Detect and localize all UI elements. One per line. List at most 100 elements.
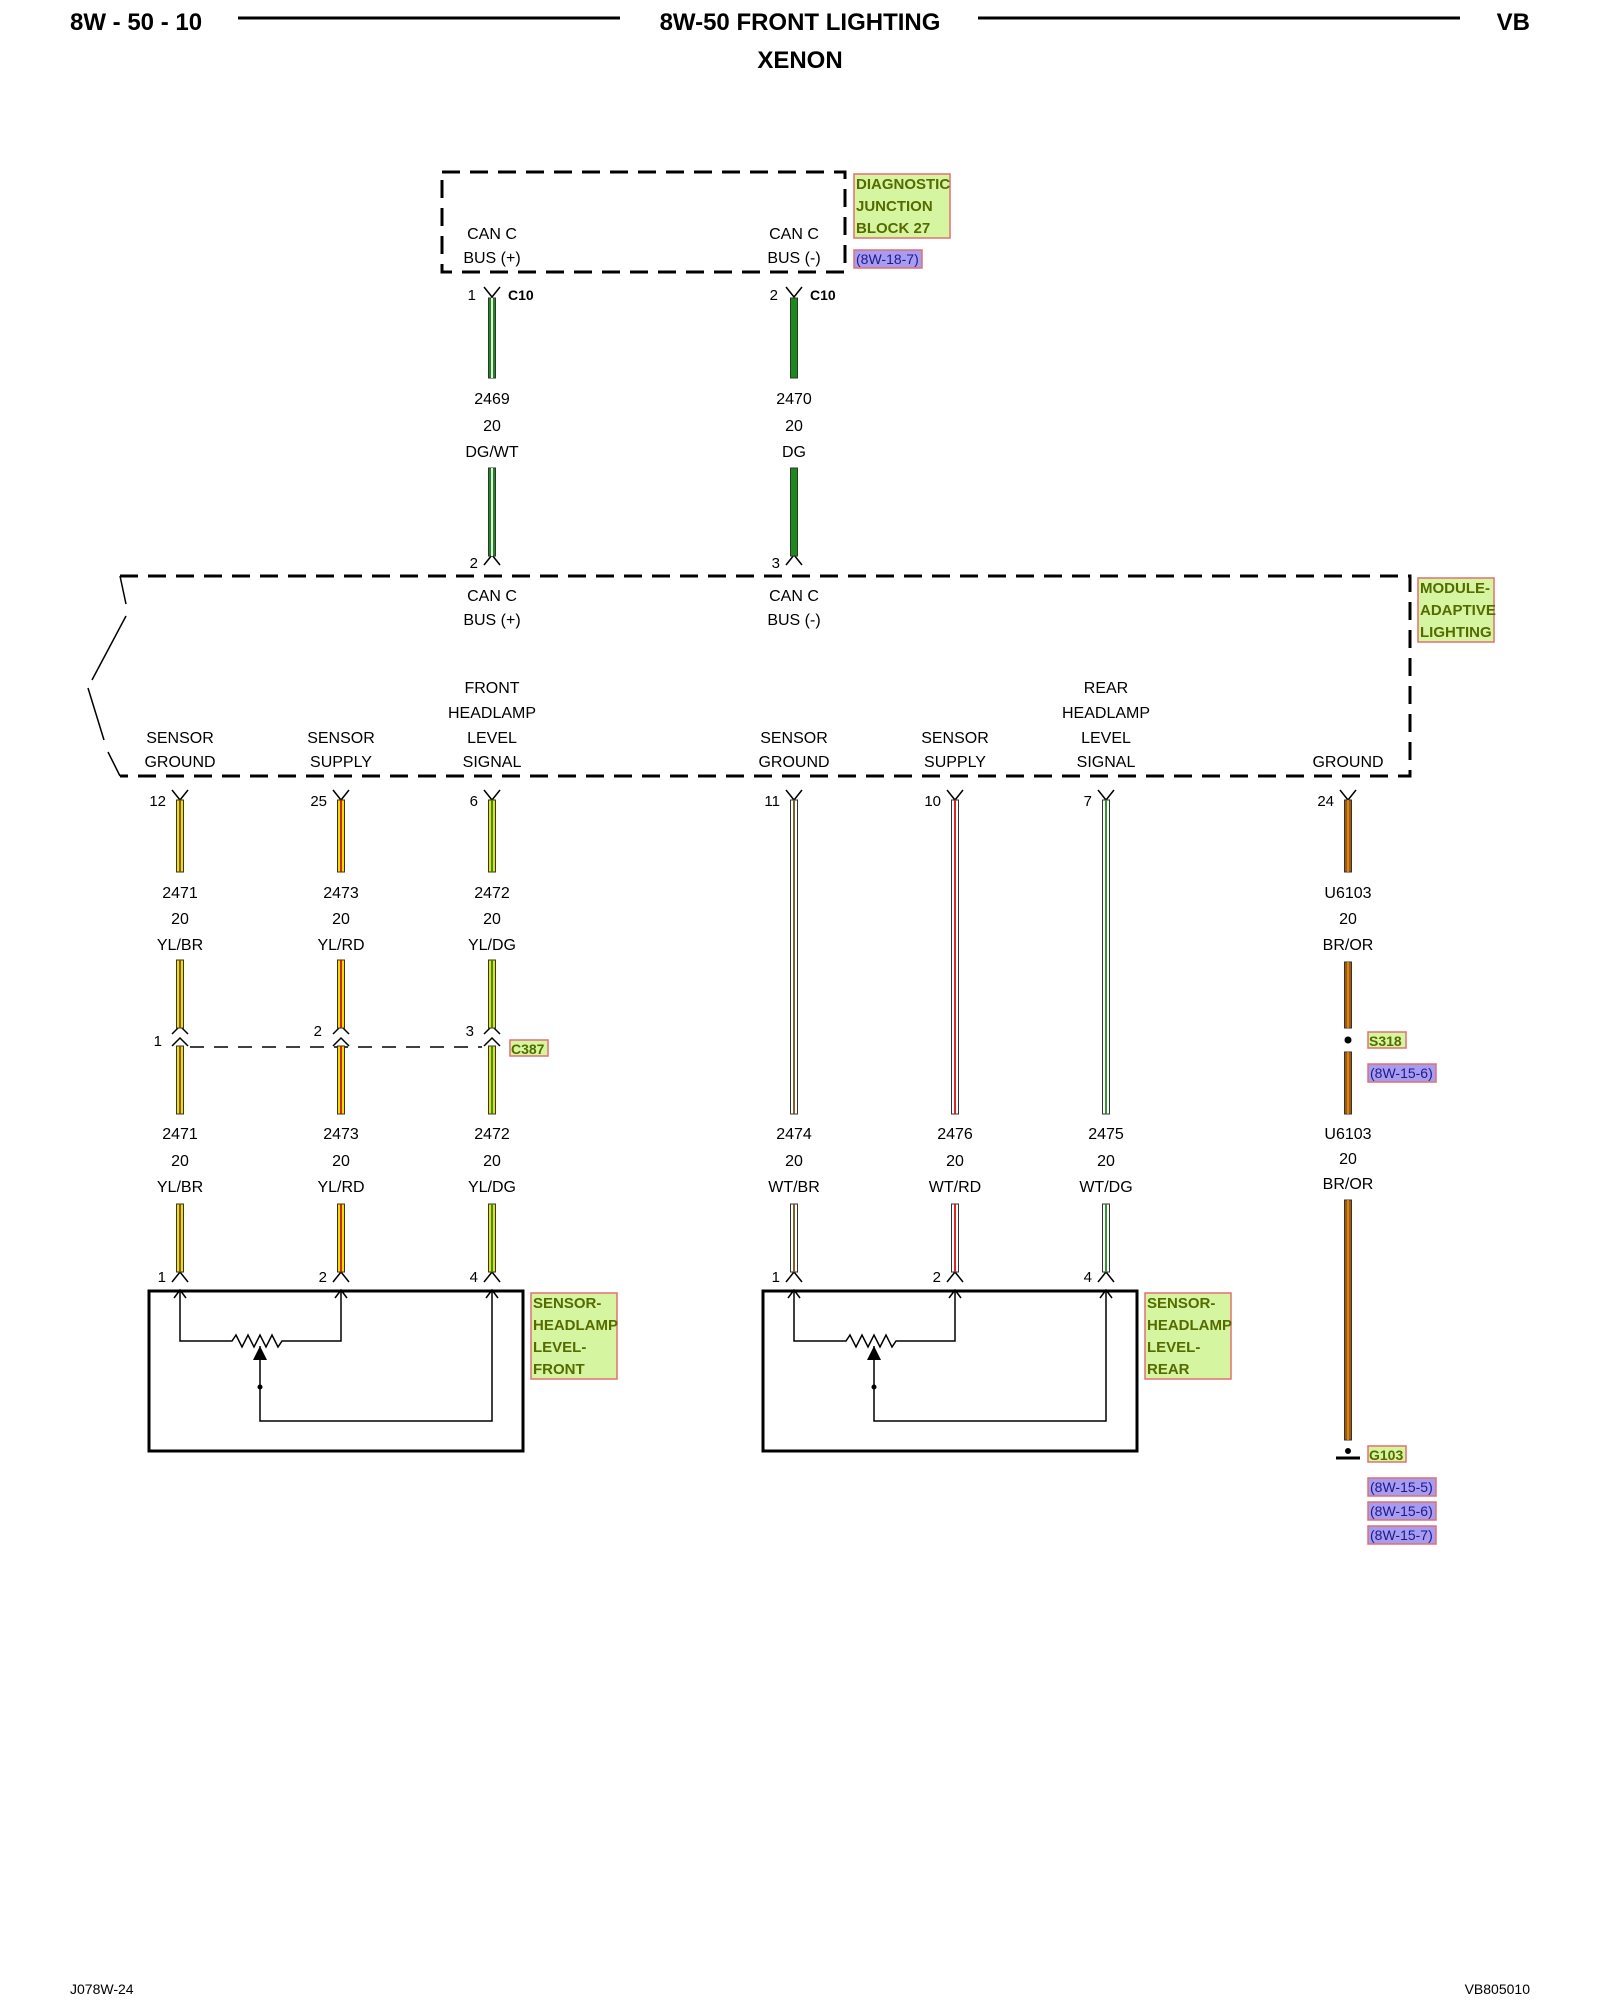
ground-g103-tag: G103 [1369, 1447, 1403, 1463]
wire-2473-mid[interactable] [337, 959, 345, 1029]
wire-2471-lower-color: YL/BR [157, 1179, 203, 1196]
front-sensor-pin1-symbol [171, 1270, 189, 1283]
wire-u6103-lower-gauge: 20 [1339, 1151, 1357, 1168]
wire-2473-upper-circuit: 2473 [323, 885, 359, 902]
rear-sensor-tag-line3: LEVEL- [1147, 1339, 1200, 1356]
module-pin25-connector-symbol [332, 789, 350, 802]
module-pin11-connector-symbol [785, 789, 803, 802]
wire-u6103-mid[interactable] [1344, 961, 1352, 1029]
wire-2473-lower[interactable] [337, 1045, 345, 1115]
wire-u6103-lower-circuit: U6103 [1324, 1126, 1371, 1143]
front-sensor-pin4-number: 4 [470, 1269, 478, 1286]
wire-2475-upper[interactable] [1102, 799, 1110, 1115]
splice-s318-dot [1344, 1036, 1352, 1044]
wire-u6103-upper-circuit: U6103 [1324, 885, 1371, 902]
wire-2471-lower-gauge: 20 [171, 1153, 189, 1170]
djb-tag-box[interactable] [853, 173, 951, 239]
rear-sensor-pin2-symbol [946, 1270, 964, 1283]
page-subtitle: XENON [757, 47, 842, 74]
djb-pin2-connector-symbol [785, 286, 803, 299]
c387-pin2-number: 2 [314, 1023, 322, 1040]
djb-pin2-connector-name: C10 [810, 287, 836, 303]
ground-g103-ref2-box[interactable] [1367, 1501, 1437, 1521]
module-can-pin-minus-number: 3 [772, 555, 780, 572]
wire-2475-lower[interactable] [1102, 1203, 1110, 1273]
wire-2472-upper-color: YL/DG [468, 937, 516, 954]
rear-sensor-junction-dot [871, 1384, 877, 1390]
wire-2471-lower[interactable] [176, 1045, 184, 1115]
wire-2473-lower-gauge: 20 [332, 1153, 350, 1170]
front-sensor-tag-box[interactable] [530, 1292, 618, 1380]
front-sensor-tag-line4: FRONT [533, 1361, 585, 1378]
ground-g103-ref1: (8W-15-5) [1370, 1479, 1433, 1495]
module-can-pin-plus-number: 2 [470, 555, 478, 572]
front-sensor-junction-dot [257, 1384, 263, 1390]
wire-2472-lower[interactable] [488, 1045, 496, 1115]
module-can-plus-label-line1: CAN C [467, 588, 517, 605]
module-can-minus-label-line2: BUS (-) [767, 612, 820, 629]
wire-2473-upper[interactable] [337, 799, 345, 873]
c387-tag-box[interactable] [509, 1039, 549, 1057]
wire-2475-gauge: 20 [1097, 1153, 1115, 1170]
can-wire-2-color-code: DG [782, 444, 806, 461]
djb-pin2-number: 2 [770, 287, 778, 304]
module-pin24-connector-symbol [1339, 789, 1357, 802]
wire-2472-lower-gauge: 20 [483, 1153, 501, 1170]
wire-2471-mid[interactable] [176, 959, 184, 1029]
diagnostic-junction-block-outline [440, 170, 847, 274]
can-wire-2470-lower[interactable] [790, 467, 798, 557]
module-tag-line3: LIGHTING [1420, 624, 1492, 641]
djb-pin1-number: 1 [468, 287, 476, 304]
rear-sensor-pin2-number: 2 [933, 1269, 941, 1286]
wire-u6103-splice[interactable] [1344, 1051, 1352, 1115]
wire-u6103-upper[interactable] [1344, 799, 1352, 873]
can-wire-2469-upper[interactable] [488, 297, 496, 379]
djb-tag-line1: DIAGNOSTIC [856, 176, 950, 193]
module-pin12-number: 12 [149, 793, 166, 810]
front-sensor-pin2-number: 2 [319, 1269, 327, 1286]
ground-g103-tag-box[interactable] [1367, 1445, 1407, 1463]
splice-s318-tag-box[interactable] [1367, 1031, 1407, 1049]
wire-2472-bottom[interactable] [488, 1203, 496, 1273]
module-pin12-label-line2: GROUND [144, 754, 215, 771]
wire-2474-upper[interactable] [790, 799, 798, 1115]
wire-2474-lower[interactable] [790, 1203, 798, 1273]
rear-sensor-tag-line4: REAR [1147, 1361, 1190, 1378]
module-pin7-number: 7 [1084, 793, 1092, 810]
wire-2472-mid[interactable] [488, 959, 496, 1029]
module-pin25-number: 25 [310, 793, 327, 810]
splice-s318-ref-box[interactable] [1367, 1063, 1437, 1083]
wire-2473-bottom[interactable] [337, 1203, 345, 1273]
page-title: 8W-50 FRONT LIGHTING [660, 9, 941, 36]
wire-2474-circuit: 2474 [776, 1126, 812, 1143]
can-wire-2469-lower[interactable] [488, 467, 496, 557]
rear-sensor-tag-line2: HEADLAMP [1147, 1317, 1232, 1334]
c387-pin3-number: 3 [466, 1023, 474, 1040]
wire-u6103-upper-color: BR/OR [1323, 937, 1374, 954]
wire-2472-upper[interactable] [488, 799, 496, 873]
djb-ref-box[interactable] [853, 249, 923, 269]
c387-tag: C387 [511, 1041, 545, 1057]
ground-g103-ref1-box[interactable] [1367, 1477, 1437, 1497]
front-sensor-tag-line1: SENSOR- [533, 1295, 601, 1312]
wire-2476-upper[interactable] [951, 799, 959, 1115]
wire-2471-upper[interactable] [176, 799, 184, 873]
wire-2471-lower-circuit: 2471 [162, 1126, 198, 1143]
module-pin6-number: 6 [470, 793, 478, 810]
can-wire-2470-upper[interactable] [790, 297, 798, 379]
wire-u6103-ground[interactable] [1344, 1199, 1352, 1441]
rear-sensor-tag-box[interactable] [1144, 1292, 1232, 1380]
wire-2473-upper-gauge: 20 [332, 911, 350, 928]
page-number: 8W - 50 - 10 [70, 9, 202, 36]
ground-g103-ref3-box[interactable] [1367, 1525, 1437, 1545]
module-tag-line1: MODULE- [1420, 580, 1490, 597]
wire-2471-bottom[interactable] [176, 1203, 184, 1273]
wire-2476-lower[interactable] [951, 1203, 959, 1273]
c387-pin1-symbol [171, 1024, 189, 1047]
front-sensor-pin2-symbol [332, 1270, 350, 1283]
wire-2472-upper-gauge: 20 [483, 911, 501, 928]
module-tag-box[interactable] [1417, 577, 1495, 643]
module-pin7-label-line1: REAR [1084, 680, 1128, 697]
ground-g103-ref3: (8W-15-7) [1370, 1527, 1433, 1543]
